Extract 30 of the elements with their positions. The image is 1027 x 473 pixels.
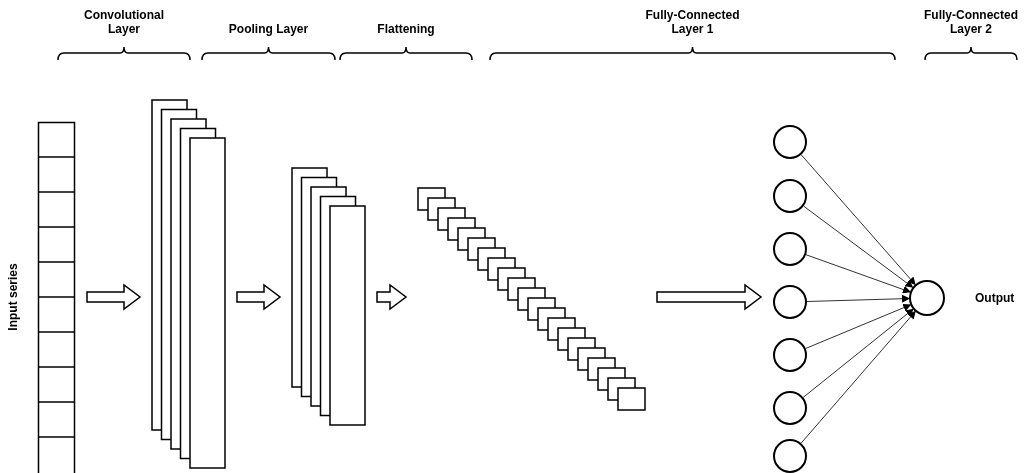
block-arrow bbox=[656, 283, 763, 311]
layer-label: Fully-Connected Layer 1 bbox=[644, 8, 741, 36]
neuron-circle bbox=[773, 179, 807, 213]
node-caption: Output bbox=[975, 291, 1015, 305]
block-arrow bbox=[236, 283, 282, 311]
layer-label: Pooling Layer bbox=[227, 22, 310, 36]
feature-map-stack bbox=[152, 100, 225, 468]
connection-arrow bbox=[800, 310, 916, 444]
block-arrow bbox=[86, 283, 142, 311]
layer-label: Flattening bbox=[376, 22, 436, 36]
layer-label: Convolutional Layer bbox=[83, 8, 165, 36]
neuron-circle bbox=[773, 391, 807, 425]
connection-arrow bbox=[805, 254, 911, 294]
neuron-circle bbox=[773, 285, 807, 319]
node-caption: Input series bbox=[5, 263, 20, 331]
connection-arrow bbox=[800, 154, 916, 286]
connection-arrow bbox=[806, 294, 910, 303]
connection-arrow bbox=[802, 308, 914, 398]
neuron-circle bbox=[773, 439, 807, 473]
connection-arrow bbox=[803, 205, 914, 288]
neuron-circle bbox=[773, 232, 807, 266]
feature-map-stack bbox=[418, 188, 645, 410]
layer-label: Fully-Connected Layer 2 bbox=[923, 8, 1019, 36]
neuron-circle bbox=[773, 125, 807, 159]
neuron-circle bbox=[909, 280, 945, 316]
block-arrow bbox=[376, 283, 408, 311]
feature-map-stack bbox=[292, 168, 365, 425]
neuron-circle bbox=[773, 338, 807, 372]
input-column bbox=[38, 122, 75, 473]
connection-arrow bbox=[805, 303, 912, 349]
